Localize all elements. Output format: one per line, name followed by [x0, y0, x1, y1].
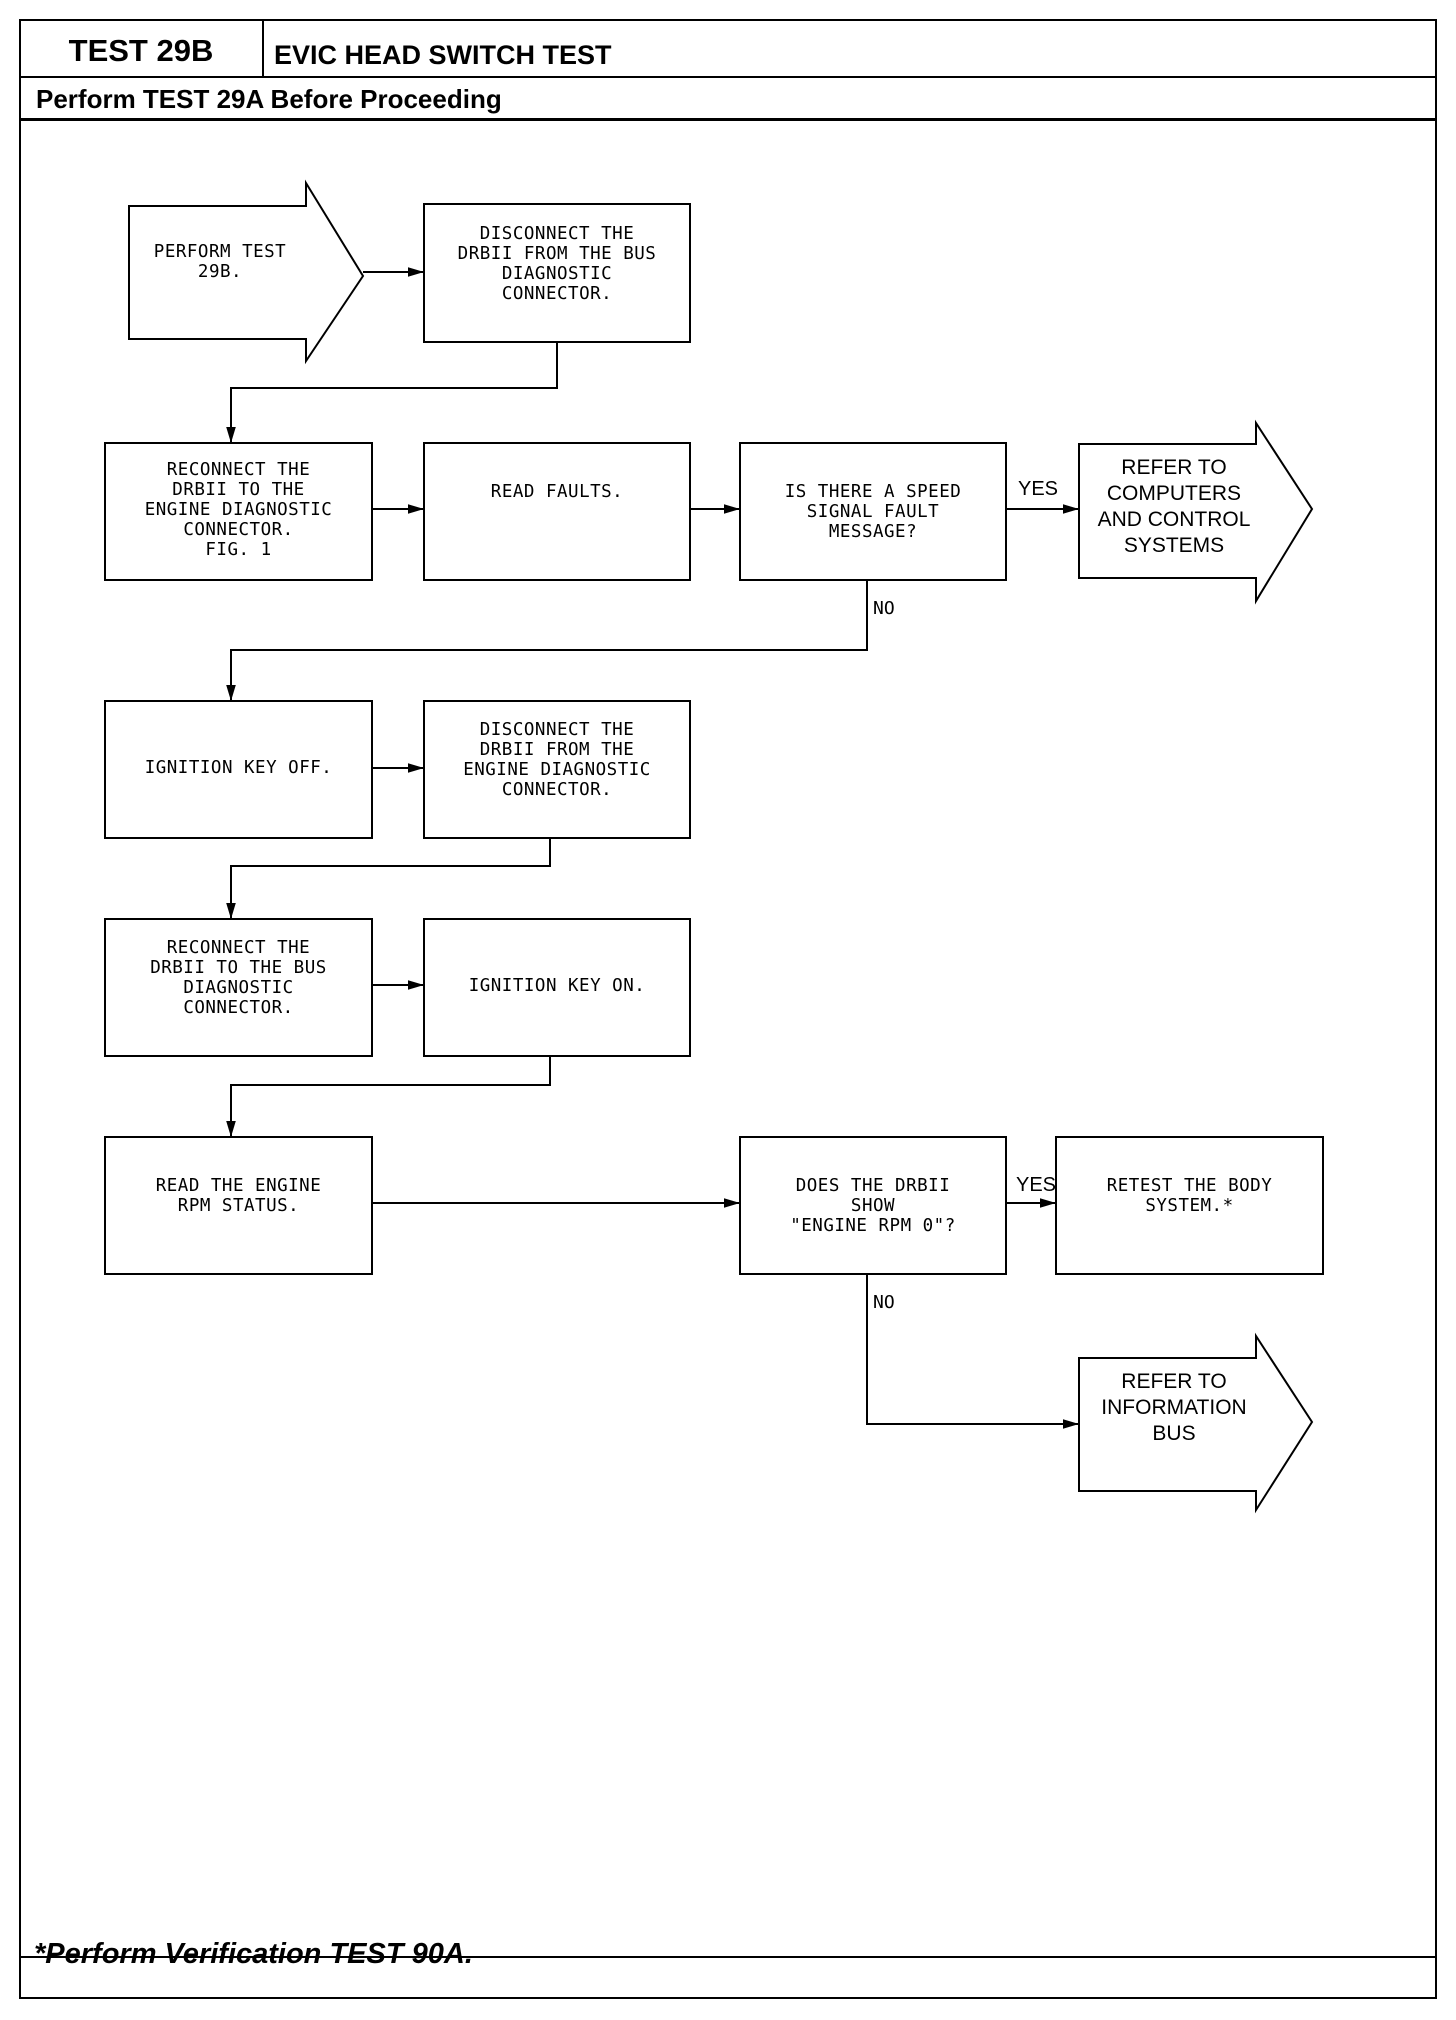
read-faults-box	[423, 442, 691, 581]
reconnect-engine-box	[104, 442, 373, 581]
refer-computers-text: REFER TO COMPUTERS AND CONTROL SYSTEMS	[1097, 456, 1251, 557]
ignition-off-text: IGNITION KEY OFF.	[144, 758, 333, 778]
rpm-yes-label: YES	[1016, 1174, 1057, 1196]
disconnect-engine-text: DISCONNECT THE DRBII FROM THE ENGINE DIA…	[463, 720, 651, 800]
retest-body-text: RETEST THE BODY SYSTEM.*	[1106, 1176, 1273, 1216]
ignition-off-box	[104, 700, 373, 839]
connector-question-no	[226, 580, 868, 701]
reconnect-engine-text: RECONNECT THE DRBII TO THE ENGINE DIAGNO…	[144, 460, 333, 560]
speed-yes-label: YES	[1018, 478, 1059, 500]
speed-question-text: IS THERE A SPEED SIGNAL FAULT MESSAGE?	[784, 482, 962, 542]
connector-on-to-read-rpm	[226, 1056, 551, 1137]
page-subtitle: Perform TEST 29A Before Proceeding	[36, 83, 502, 114]
connector-disconnect-to-reconnect-bus	[226, 838, 551, 919]
subtitle-divider	[19, 118, 1437, 121]
ignition-on-box	[423, 918, 691, 1057]
read-rpm-box	[104, 1136, 373, 1275]
rpm-no-label: NO	[873, 1292, 895, 1313]
read-faults-text: READ FAULTS.	[490, 482, 624, 502]
read-rpm-text: READ THE ENGINE RPM STATUS.	[155, 1176, 322, 1216]
disconnect-bus-text: DISCONNECT THE DRBII FROM THE BUS DIAGNO…	[457, 224, 657, 304]
header-divider	[19, 76, 1437, 78]
speed-no-label: NO	[873, 598, 895, 619]
rpm-question-text: DOES THE DRBII SHOW "ENGINE RPM 0"?	[790, 1176, 956, 1236]
test-label-divider	[262, 19, 264, 78]
start-arrow-shape	[128, 179, 365, 365]
disconnect-engine-box	[423, 700, 691, 839]
rpm-question-box	[739, 1136, 1007, 1275]
ignition-on-text: IGNITION KEY ON.	[468, 976, 646, 996]
refer-bus-text: REFER TO INFORMATION BUS	[1101, 1370, 1247, 1445]
test-label: TEST 29B	[68, 33, 214, 68]
reconnect-bus-box	[104, 918, 373, 1057]
refer-bus-arrow-shape	[1078, 1332, 1314, 1514]
connector-rpm-no	[866, 1274, 1079, 1429]
reconnect-bus-text: RECONNECT THE DRBII TO THE BUS DIAGNOSTI…	[150, 938, 327, 1018]
speed-question-box	[739, 442, 1007, 581]
footer-note: *Perform Verification TEST 90A.	[34, 1937, 473, 1970]
refer-computers-arrow-shape	[1078, 419, 1314, 605]
connector-disconnect-to-reconnect	[226, 342, 558, 443]
retest-body-box	[1055, 1136, 1324, 1275]
page-frame	[19, 19, 1437, 1999]
page-title: EVIC HEAD SWITCH TEST	[274, 39, 612, 70]
footer-divider	[19, 1956, 1437, 1958]
start-step-text: PERFORM TEST 29B.	[153, 242, 287, 282]
